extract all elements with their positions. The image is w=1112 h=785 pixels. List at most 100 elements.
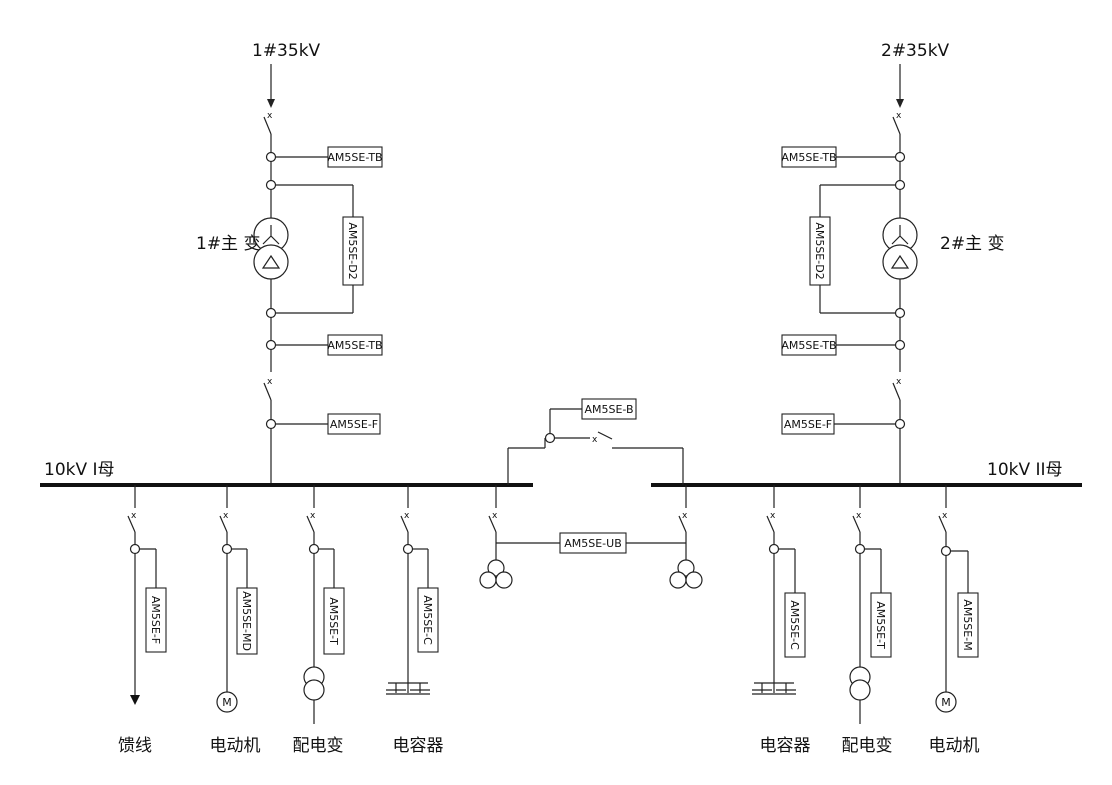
voltage-transformer-icon: [669, 559, 703, 589]
current-transformer-icon: [894, 418, 906, 430]
arrow-down-icon: [267, 99, 275, 108]
device-box-tb: [327, 334, 383, 356]
current-transformer-icon: [265, 151, 277, 163]
dist-transformer-right-bay: x AM5SE-T 配电变: [842, 485, 893, 756]
current-transformer-icon: [221, 543, 233, 555]
disconnector-switch-icon: [678, 515, 687, 533]
current-transformer-icon: [308, 543, 320, 555]
device-box-m: [957, 592, 979, 658]
svg-text:AM5SE-T: AM5SE-T: [327, 597, 340, 645]
bus-coupler: x AM5SE-B: [507, 398, 684, 485]
main-transformer-right-icon: [882, 217, 918, 280]
circuit-breaker-icon: [400, 515, 409, 533]
current-transformer-icon: [265, 307, 277, 319]
svg-text:x: x: [856, 511, 862, 521]
circuit-breaker-icon: [127, 515, 136, 533]
device-box-f: [145, 587, 167, 653]
disconnector-switch-icon: [892, 116, 901, 135]
svg-text:AM5SE-F: AM5SE-F: [330, 418, 378, 431]
motor-icon: [216, 691, 238, 713]
load-label: 配电变: [842, 736, 893, 756]
svg-text:x: x: [267, 111, 273, 121]
current-transformer-icon: [894, 179, 906, 191]
arrow-down-icon: [130, 695, 140, 705]
current-transformer-icon: [854, 543, 866, 555]
device-box-md: [236, 587, 258, 655]
device-box-t: [323, 587, 345, 655]
svg-text:x: x: [896, 377, 902, 387]
svg-text:M: M: [941, 696, 951, 709]
load-label: 电动机: [210, 736, 261, 756]
device-box-f: [327, 413, 381, 435]
svg-text:AM5SE-C: AM5SE-C: [788, 600, 801, 650]
source-left-label: 1#35kV: [252, 41, 321, 61]
device-box-tb: [781, 146, 837, 168]
load-label: 电动机: [929, 736, 980, 756]
svg-text:x: x: [492, 511, 498, 521]
svg-text:AM5SE-F: AM5SE-F: [149, 596, 162, 644]
bus-left-label: 10kV I母: [44, 460, 115, 480]
voltage-transformer-icon: [479, 559, 513, 589]
disconnector-switch-icon: [263, 116, 272, 135]
dist-transformer-icon: [849, 666, 871, 701]
svg-text:AM5SE-MD: AM5SE-MD: [240, 591, 253, 651]
capacitor-right-bay: x AM5SE-C 电容器: [752, 485, 811, 756]
svg-text:x: x: [770, 511, 776, 521]
right-incomer: 2#35kV x 2#主 变 x AM5SE-TB AM5SE-D2: [781, 41, 1004, 485]
circuit-breaker-icon: [892, 382, 901, 401]
svg-text:x: x: [404, 511, 410, 521]
load-label: 电容器: [393, 736, 444, 756]
arrow-down-icon: [896, 99, 904, 108]
load-label: 馈线: [118, 736, 152, 756]
svg-text:AM5SE-C: AM5SE-C: [421, 595, 434, 645]
capacitor-left-bay: x AM5SE-C 电容器: [386, 485, 444, 756]
voltage-transformers: x x AM5SE-UB: [479, 485, 703, 589]
svg-text:AM5SE-F: AM5SE-F: [784, 418, 832, 431]
circuit-breaker-icon: [219, 515, 228, 533]
svg-text:x: x: [310, 511, 316, 521]
load-label: 电容器: [760, 736, 811, 756]
device-box-c: [417, 587, 439, 653]
svg-text:x: x: [942, 511, 948, 521]
circuit-breaker-icon: [766, 515, 775, 533]
svg-text:AM5SE-T: AM5SE-T: [874, 601, 887, 649]
left-incomer: 1#35kV x 1#主 变 x AM5SE-TB AM5SE-D2: [196, 41, 383, 485]
svg-text:AM5SE-TB: AM5SE-TB: [781, 151, 836, 164]
circuit-breaker-icon: [938, 515, 947, 533]
device-box-tb: [327, 146, 383, 168]
device-box-f: [781, 413, 835, 435]
capacitor-icon: [386, 682, 430, 695]
circuit-breaker-icon: [852, 515, 861, 533]
svg-text:AM5SE-UB: AM5SE-UB: [564, 537, 622, 550]
svg-text:x: x: [131, 511, 137, 521]
current-transformer-icon: [544, 432, 556, 444]
circuit-breaker-icon: [263, 382, 272, 401]
current-transformer-icon: [940, 545, 952, 557]
svg-text:AM5SE-TB: AM5SE-TB: [781, 339, 836, 352]
device-box-b: [581, 398, 637, 420]
capacitor-icon: [752, 682, 796, 695]
current-transformer-icon: [265, 339, 277, 351]
svg-text:M: M: [222, 696, 232, 709]
current-transformer-icon: [894, 151, 906, 163]
transformer-right-label: 2#主 变: [940, 234, 1004, 254]
svg-text:x: x: [223, 511, 229, 521]
svg-text:AM5SE-TB: AM5SE-TB: [327, 339, 382, 352]
current-transformer-icon: [129, 543, 141, 555]
circuit-breaker-icon: [306, 515, 315, 533]
svg-text:AM5SE-D2: AM5SE-D2: [813, 222, 826, 279]
svg-text:AM5SE-M: AM5SE-M: [961, 599, 974, 650]
feeder-line-bay: x AM5SE-F 馈线: [118, 485, 167, 756]
device-box-tb: [781, 334, 837, 356]
load-label: 配电变: [293, 736, 344, 756]
circuit-breaker-icon: [597, 431, 613, 440]
dist-transformer-icon: [303, 666, 325, 701]
motor-left-bay: x AM5SE-MD M 电动机: [210, 485, 261, 756]
current-transformer-icon: [894, 307, 906, 319]
svg-text:AM5SE-D2: AM5SE-D2: [346, 222, 359, 279]
current-transformer-icon: [894, 339, 906, 351]
bus-right-label: 10kV II母: [987, 460, 1063, 480]
current-transformer-icon: [402, 543, 414, 555]
svg-text:x: x: [267, 377, 273, 387]
